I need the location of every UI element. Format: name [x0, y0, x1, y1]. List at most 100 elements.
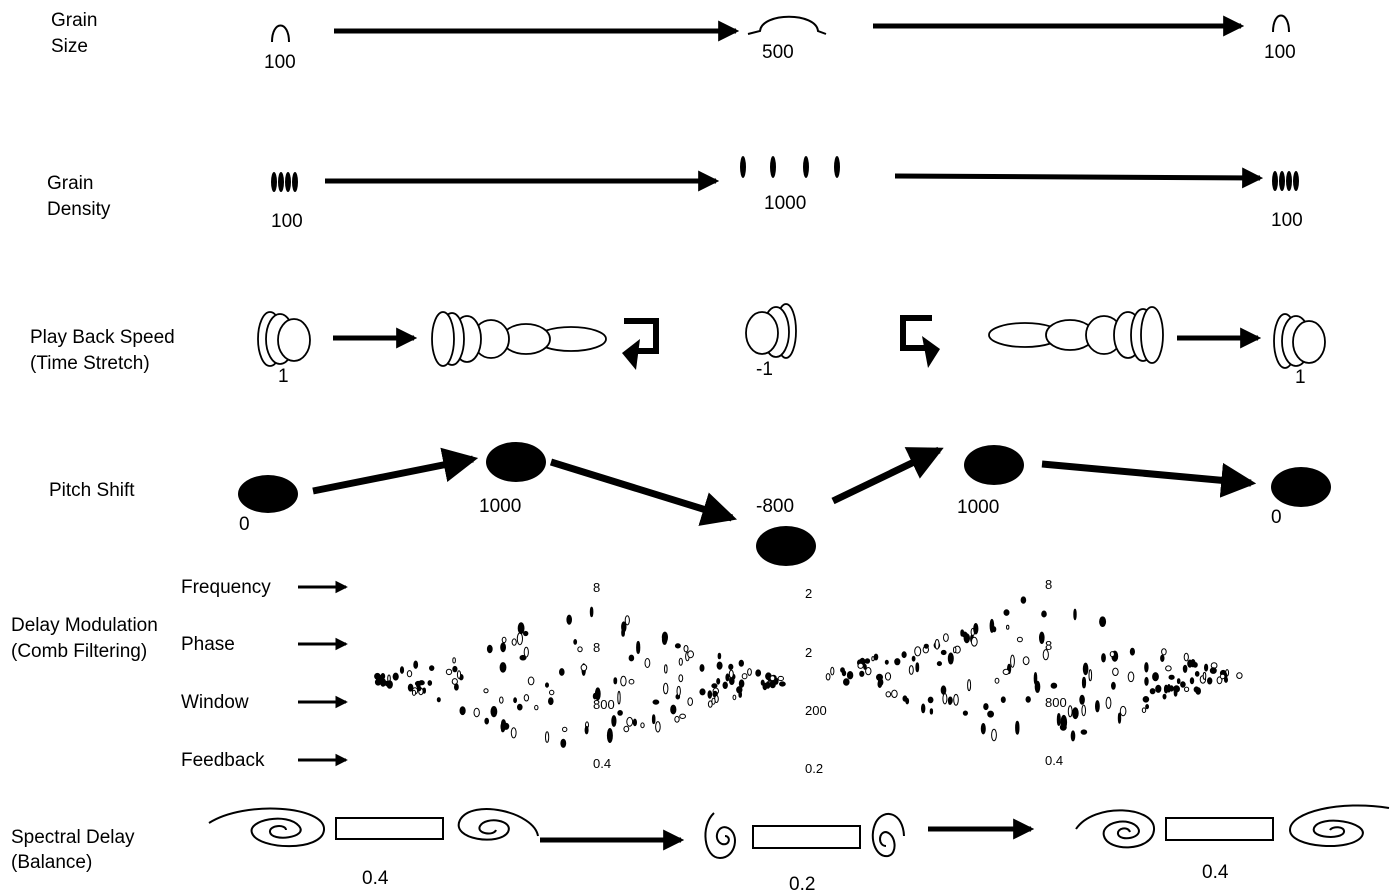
balance-bar	[1165, 817, 1274, 841]
grain-dot-icon	[1207, 677, 1213, 685]
grain-dot-icon	[953, 693, 959, 706]
grain-dot-icon	[516, 632, 524, 646]
grain-dot-icon	[1105, 696, 1112, 710]
grain-dot-icon	[617, 710, 623, 716]
grain-dot-icon	[921, 703, 926, 714]
grain-envelope-icon	[1272, 14, 1290, 33]
playback-label-line1: Play Back Speed	[30, 327, 175, 348]
grain-dot-icon	[679, 713, 686, 719]
grain-dot-icon	[1099, 616, 1107, 628]
pitch-value-5: 0	[1271, 507, 1282, 528]
grain-dot-icon	[545, 731, 550, 743]
grain-dot-icon	[624, 615, 630, 626]
balance-bar	[752, 825, 861, 849]
grain-dot-icon	[628, 654, 635, 662]
grain-dot-icon	[484, 717, 490, 725]
grain-dot-icon	[617, 690, 621, 705]
grain-dot-icon	[953, 646, 957, 654]
grain-dot-icon	[1176, 678, 1181, 684]
grain-dot-icon	[963, 633, 970, 644]
grain-dot-icon	[652, 699, 660, 705]
grain-dot-icon	[943, 633, 949, 642]
grain-dot-icon	[774, 677, 779, 685]
grain-dot-icon	[755, 671, 760, 677]
grain-dot-icon	[915, 662, 920, 673]
grain-dot-icon	[967, 679, 972, 692]
grain-density-value-1: 100	[271, 211, 303, 232]
grain-dot-icon	[632, 718, 638, 727]
grain-dot-icon	[716, 678, 721, 685]
grain-dot-icon	[901, 651, 907, 659]
grain-dot-icon	[621, 621, 627, 633]
grain-dot-icon	[499, 662, 507, 673]
grain-dot-icon	[510, 727, 517, 739]
grain-dot-icon	[580, 664, 588, 672]
reverse-arrowhead-icon	[922, 336, 940, 368]
grain-dot-icon	[991, 728, 997, 742]
delay-right-feedback-value: 0.4	[1045, 753, 1063, 768]
grain-dot-icon	[577, 646, 583, 653]
grain-dot-icon	[717, 652, 722, 660]
ellipse-stretch-icon	[988, 306, 1164, 364]
grain-dot-icon	[511, 638, 517, 646]
grain-dot-icon	[1112, 667, 1119, 676]
grain-dot-icon	[699, 664, 705, 672]
grain-dot-icon	[864, 658, 871, 664]
playback-label-line2: (Time Stretch)	[30, 353, 150, 374]
grain-dot-icon	[411, 689, 417, 696]
grain-dot-icon	[407, 683, 414, 692]
delay-mid-window-value: 200	[805, 703, 827, 718]
delay-label-line1: Delay Modulation	[11, 615, 158, 636]
grain-dense-icon	[271, 172, 298, 192]
grain-dot-icon	[549, 689, 555, 696]
grain-dot-icon	[970, 636, 978, 647]
grain-dot-icon	[683, 645, 689, 653]
grain-dot-icon	[1144, 662, 1149, 673]
grain-dot-icon	[1219, 673, 1226, 680]
grain-dot-icon	[1202, 671, 1207, 680]
grain-dot-icon	[1081, 676, 1087, 689]
grain-dot-icon	[841, 670, 847, 677]
grain-dot-icon	[1209, 667, 1217, 674]
grain-dot-icon	[885, 691, 892, 698]
grain-dot-icon	[711, 697, 716, 705]
grain-dot-icon	[728, 663, 734, 671]
grain-dot-icon	[459, 706, 466, 716]
grain-dot-icon	[1082, 662, 1089, 676]
grain-dot-icon	[499, 696, 504, 704]
grain-dot-icon	[1041, 610, 1047, 618]
grain-dot-icon	[1022, 656, 1030, 666]
delay-mid-frequency-value: 2	[805, 586, 812, 601]
pitch-shift-label: Pitch Shift	[49, 480, 135, 501]
grain-dot-icon	[678, 657, 683, 666]
grain-dot-icon	[902, 695, 908, 702]
delay-left-feedback-value: 0.4	[593, 756, 611, 771]
grain-dot-icon	[942, 693, 948, 705]
pitch-ellipse-icon	[238, 475, 298, 513]
grain-density-label-line1: Grain	[47, 173, 93, 194]
grain-dot-icon	[846, 671, 854, 680]
grain-dot-icon	[716, 661, 723, 670]
grain-dot-icon	[779, 681, 786, 687]
grain-dot-icon	[517, 622, 525, 635]
ellipse-stack-icon	[745, 303, 797, 359]
grain-dot-icon	[501, 636, 507, 644]
grain-dot-icon	[911, 655, 916, 662]
grain-dot-icon	[523, 694, 530, 702]
arrow-icon	[549, 458, 738, 526]
grain-dot-icon	[687, 697, 694, 706]
grain-dot-icon	[374, 672, 381, 680]
grain-dot-icon	[948, 699, 952, 705]
spectral-label-line1: Spectral Delay	[11, 827, 135, 848]
grain-dot-icon	[486, 644, 493, 654]
grain-dot-icon	[983, 703, 989, 711]
delay-label-line2: (Comb Filtering)	[11, 641, 147, 662]
grain-dot-icon	[729, 677, 735, 685]
grain-dot-icon	[1095, 700, 1100, 713]
grain-dot-icon	[674, 643, 681, 649]
delay-left-frequency-value: 8	[593, 580, 600, 595]
grain-dot-icon	[1072, 707, 1079, 720]
grain-dot-icon	[620, 675, 627, 687]
grain-dot-icon	[513, 697, 517, 704]
grain-dot-icon	[1034, 680, 1041, 693]
